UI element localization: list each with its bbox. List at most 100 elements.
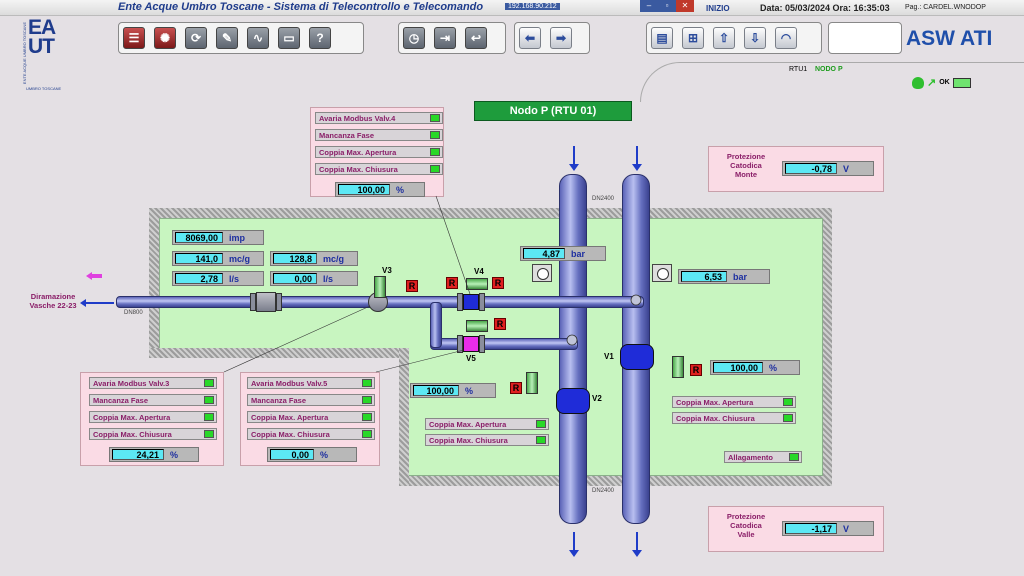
v2-label: V2 (592, 394, 602, 403)
toolbar-group-main: ☰ ✺ ⟳ ✎ ∿ ▭? (118, 22, 364, 54)
flow-out-arrow-right (632, 532, 642, 557)
prot-monte-label: Protezione Catodica Monte (726, 152, 766, 179)
arrow-left-icon[interactable]: ⬅ (519, 27, 541, 49)
alarm-bell-icon[interactable]: ✺ (154, 27, 176, 49)
clock-icon[interactable]: ◷ (403, 27, 425, 49)
pressure-gauge-2 (652, 264, 672, 282)
alarm-led (362, 396, 372, 404)
network-icon[interactable]: ⊞ (682, 27, 704, 49)
info-box (828, 22, 902, 54)
minimize-icon[interactable]: – (640, 0, 658, 12)
alarm-list-icon[interactable]: ☰ (123, 27, 145, 49)
refresh-icon[interactable]: ⟳ (185, 27, 207, 49)
alarm-led (204, 379, 214, 387)
allagamento-alarm: Allagamento (724, 451, 802, 463)
arrow-right-icon[interactable]: ➡ (550, 27, 572, 49)
alarm-row: Coppia Max. Chiusura (89, 428, 217, 440)
pressure2-unit: bar (733, 271, 748, 282)
alarm-label: Avaria Modbus Valv.3 (93, 378, 170, 388)
valve-v2[interactable] (556, 388, 590, 414)
alarm-label: Coppia Max. Apertura (251, 412, 329, 422)
trend-icon[interactable]: ∿ (247, 27, 269, 49)
flange (479, 335, 485, 353)
toolbar-group-tools: ▤ ⊞ ⇧ ⇩ ◠ (646, 22, 822, 54)
alarm-label: Coppia Max. Apertura (429, 419, 507, 429)
pink-arrow-icon (86, 272, 102, 280)
percent-box: 24,21% (109, 447, 199, 462)
alarm-label: Avaria Modbus Valv.5 (251, 378, 328, 388)
alarm-row: Coppia Max. Chiusura (247, 428, 375, 440)
ok-status: OK (939, 79, 950, 86)
valve-manual[interactable] (256, 292, 276, 312)
valve-v5[interactable] (463, 336, 479, 352)
alarm-led (783, 398, 793, 406)
alarm-led (362, 430, 372, 438)
v1-actuator (672, 356, 684, 378)
v5-actuator (466, 320, 488, 332)
v1-label: V1 (604, 352, 614, 361)
logo-sub-text: UMBRO TOSCANE (26, 86, 62, 91)
alarm-row: Mancanza Fase (247, 394, 375, 406)
toolbar-group-time: ◷ ⇥ ↩ (398, 22, 506, 54)
dn2400-bottom-label: DN2400 (592, 488, 615, 494)
flow-out-arrow-left (569, 532, 579, 557)
date-time: Data: 05/03/2024 Ora: 16:35:03 (760, 3, 890, 13)
alarm-led (430, 114, 440, 122)
ls1-value: 2,78 (175, 273, 223, 284)
close-icon[interactable]: ✕ (676, 0, 694, 12)
v4-remote-badge-1: R (446, 277, 458, 289)
v1-percent-value: 100,00 (713, 362, 763, 373)
printer-icon[interactable]: ▭ (278, 27, 300, 49)
alarm-led (430, 131, 440, 139)
v2-percent-box: 100,00 % (410, 383, 496, 398)
alarm-row: Coppia Max. Chiusura (315, 163, 443, 175)
help-icon[interactable]: ? (309, 27, 331, 49)
back-curve-icon[interactable]: ↩ (465, 27, 487, 49)
alarm-label: Coppia Max. Chiusura (93, 429, 172, 439)
v3-label: V3 (382, 266, 392, 275)
v2-alarm-apertura: Coppia Max. Apertura (425, 418, 549, 430)
alarm-row: Coppia Max. Apertura (247, 411, 375, 423)
alarm-led (789, 453, 799, 461)
maximize-icon[interactable]: ▫ (658, 0, 676, 12)
alarm-led (783, 414, 793, 422)
alarm-label: Coppia Max. Chiusura (429, 435, 508, 445)
alarm-row: Avaria Modbus Valv.4 (315, 112, 443, 124)
alarm-row: Coppia Max. Apertura (89, 411, 217, 423)
percent-box: 0,00% (267, 447, 357, 462)
ls2-value: 0,00 (273, 273, 317, 284)
percent-unit: % (320, 449, 329, 460)
alarm-label: Allagamento (728, 452, 774, 462)
v5-remote-badge: R (494, 318, 506, 330)
hatched-border-v (399, 348, 409, 486)
alarm-led (204, 396, 214, 404)
toolbar-group-nav: ⬅➡ (514, 22, 590, 54)
flow-in-arrow-right (632, 146, 642, 171)
edit-icon[interactable]: ✎ (216, 27, 238, 49)
flange (457, 335, 463, 353)
upload-icon[interactable]: ⇧ (713, 27, 735, 49)
pressure2-value: 6,53 (681, 271, 727, 282)
pressure1-unit: bar (571, 248, 586, 259)
document-icon[interactable]: ▤ (651, 27, 673, 49)
v2-actuator (526, 372, 538, 394)
v4-remote-badge-2: R (492, 277, 504, 289)
alien-status-icon (912, 76, 924, 89)
valve-v1[interactable] (620, 344, 654, 370)
v1-remote-badge: R (690, 364, 702, 376)
download-icon[interactable]: ⇩ (744, 27, 766, 49)
percent-value: 24,21 (112, 449, 164, 460)
mcg1-value: 141,0 (175, 253, 223, 264)
alarm-label: Mancanza Fase (319, 130, 375, 140)
gauge-icon[interactable]: ◠ (775, 27, 797, 49)
valve-v4[interactable] (463, 294, 479, 310)
exit-icon[interactable]: ⇥ (434, 27, 456, 49)
inizio-link[interactable]: INIZIO (706, 4, 730, 13)
asw-ati-logo: ASW ATI (906, 27, 993, 50)
percent-box: 100,00% (335, 182, 425, 197)
alarm-row: Avaria Modbus Valv.5 (247, 377, 375, 389)
page-title: Nodo P (RTU 01) (474, 101, 632, 121)
percent-value: 100,00 (338, 184, 390, 195)
